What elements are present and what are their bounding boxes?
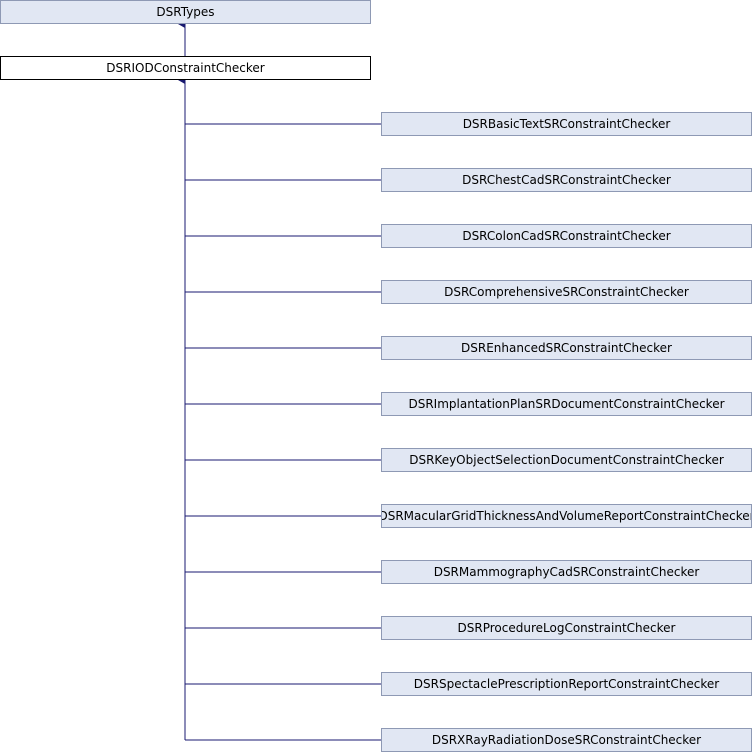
- class-node-base[interactable]: DSRTypes: [0, 0, 371, 24]
- class-node-derived[interactable]: DSRColonCadSRConstraintChecker: [381, 224, 752, 248]
- class-node-derived[interactable]: DSREnhancedSRConstraintChecker: [381, 336, 752, 360]
- class-node-derived[interactable]: DSRProcedureLogConstraintChecker: [381, 616, 752, 640]
- class-node-derived[interactable]: DSRChestCadSRConstraintChecker: [381, 168, 752, 192]
- class-node-current[interactable]: DSRIODConstraintChecker: [0, 56, 371, 80]
- class-node-derived[interactable]: DSRSpectaclePrescriptionReportConstraint…: [381, 672, 752, 696]
- edge-branches: [185, 123, 381, 741]
- class-node-derived[interactable]: DSRBasicTextSRConstraintChecker: [381, 112, 752, 136]
- class-node-derived[interactable]: DSRKeyObjectSelectionDocumentConstraintC…: [381, 448, 752, 472]
- class-node-derived[interactable]: DSRComprehensiveSRConstraintChecker: [381, 280, 752, 304]
- class-node-derived[interactable]: DSRXRayRadiationDoseSRConstraintChecker: [381, 728, 752, 752]
- class-node-derived[interactable]: DSRImplantationPlanSRDocumentConstraintC…: [381, 392, 752, 416]
- class-node-derived[interactable]: DSRMacularGridThicknessAndVolumeReportCo…: [381, 504, 752, 528]
- class-node-derived[interactable]: DSRMammographyCadSRConstraintChecker: [381, 560, 752, 584]
